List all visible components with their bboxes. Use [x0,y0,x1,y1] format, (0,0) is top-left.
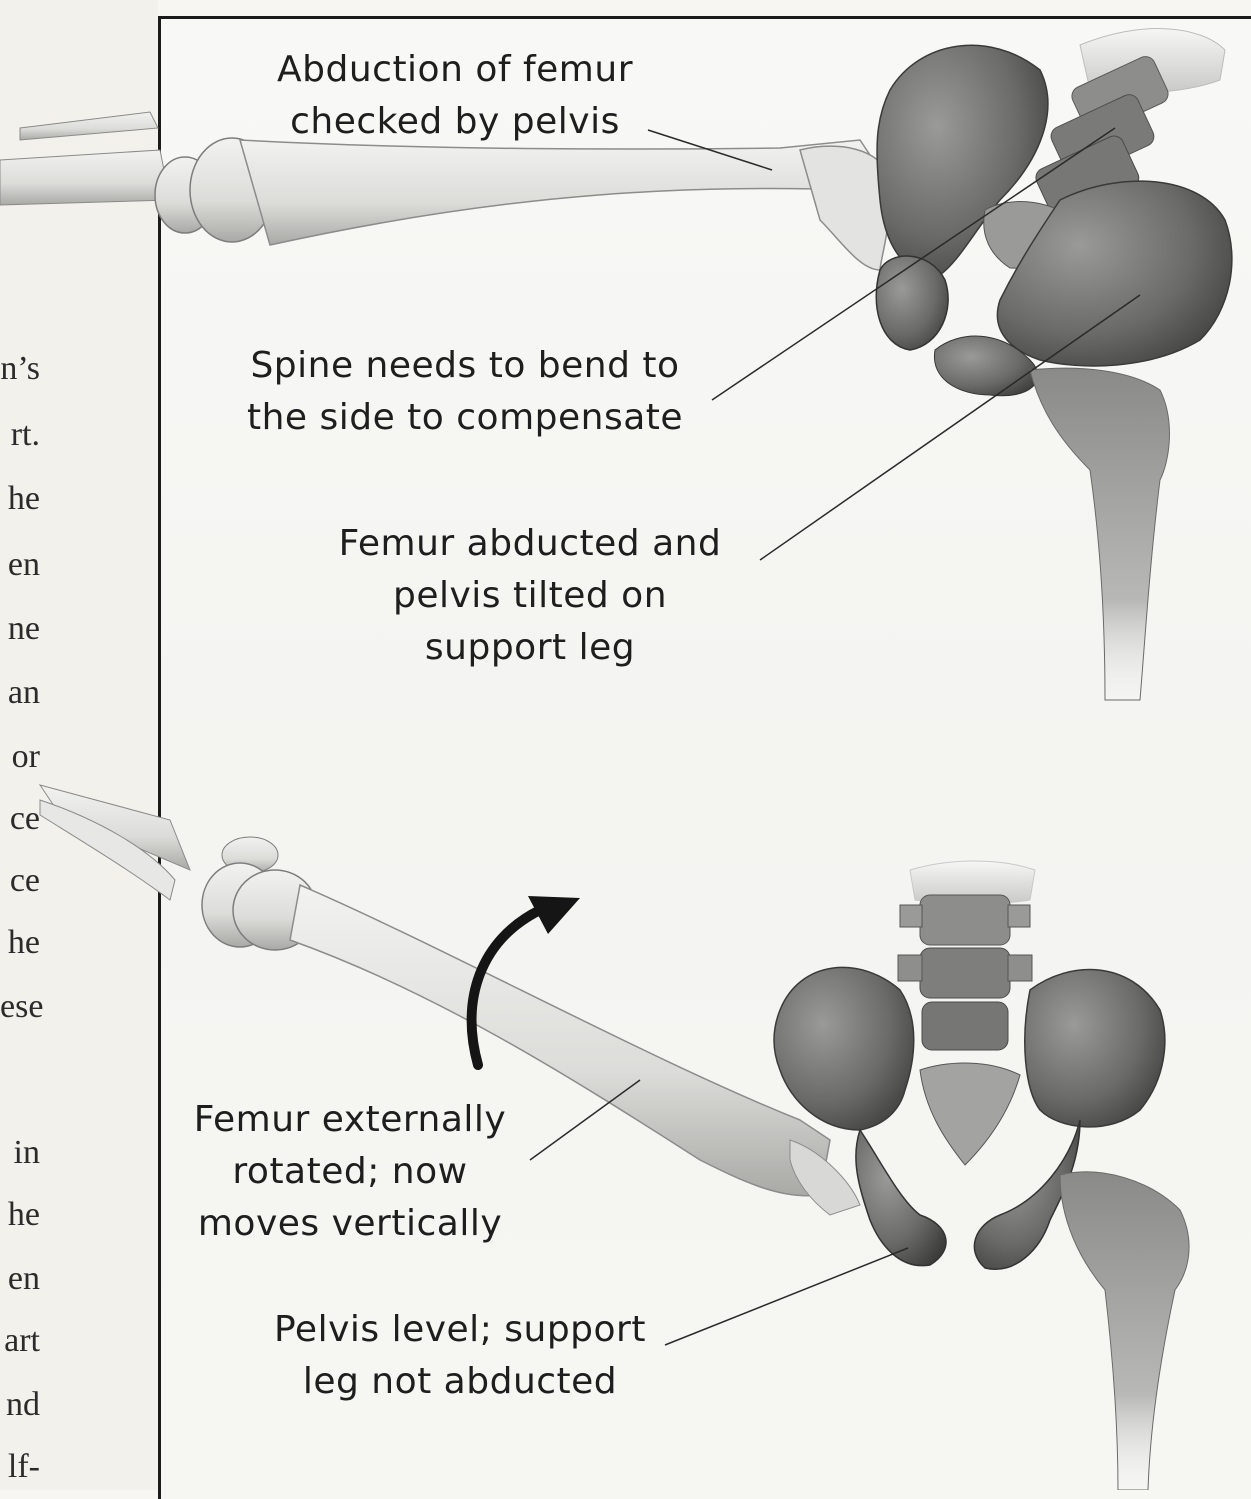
top-pelvis [876,29,1232,700]
leader-line-femur-rotated [530,1080,640,1160]
label-line: Abduction of femur [250,44,660,96]
leader-line-pelvis-level [665,1248,908,1345]
label-line: moves vertically [175,1198,525,1250]
label-line: Spine needs to bend to [225,340,705,392]
label-line: Femur externally [175,1094,525,1146]
label-line: Pelvis level; support [250,1304,670,1356]
label-line: support leg [325,622,735,674]
label-line: rotated; now [175,1146,525,1198]
label-femur-rotated: Femur externally rotated; now moves vert… [175,1094,525,1250]
label-line: the side to compensate [225,392,705,444]
label-line: Femur abducted and [325,518,735,570]
label-pelvis-level: Pelvis level; support leg not abducted [250,1304,670,1408]
label-spine: Spine needs to bend to the side to compe… [225,340,705,444]
label-line: leg not abducted [250,1356,670,1408]
label-line: checked by pelvis [250,96,660,148]
label-abduction: Abduction of femur checked by pelvis [250,44,660,148]
label-femur-abducted: Femur abducted and pelvis tilted on supp… [325,518,735,674]
label-line: pelvis tilted on [325,570,735,622]
